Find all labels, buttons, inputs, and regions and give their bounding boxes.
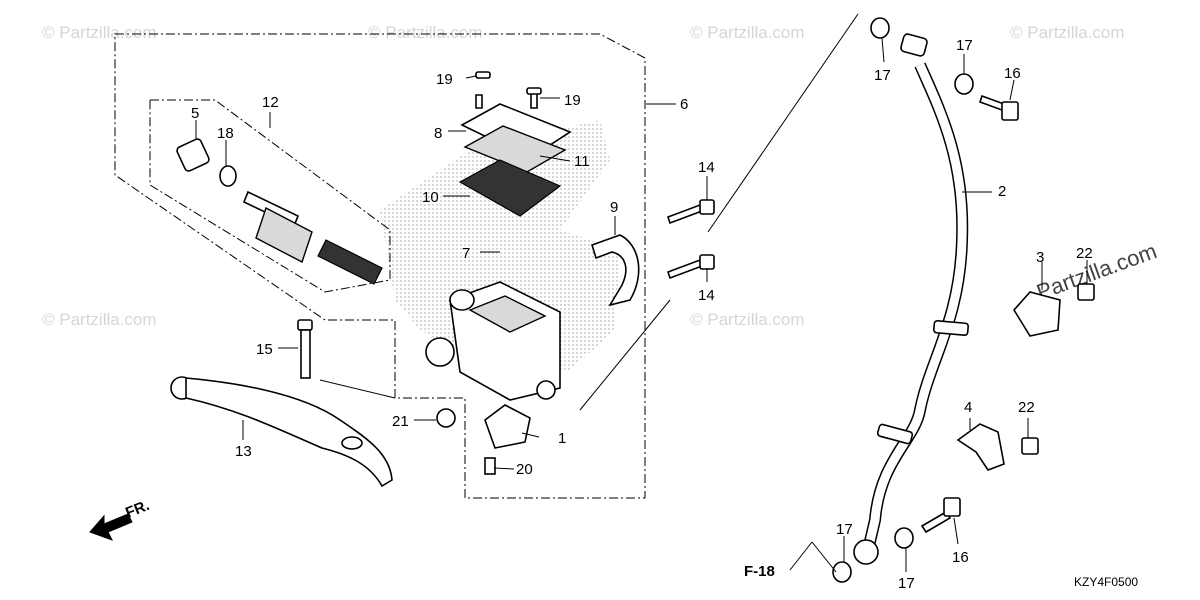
callout-15: 15	[256, 341, 273, 358]
callout-21: 21	[392, 413, 409, 430]
callout-13: 13	[235, 443, 252, 460]
holder	[591, 234, 640, 307]
brake-hose	[853, 33, 970, 565]
callout-22a: 22	[1076, 245, 1093, 262]
pivot-bolt	[297, 319, 313, 379]
front-direction-marker: FR.	[89, 497, 152, 541]
leader-lines	[195, 13, 1088, 573]
callout-3: 3	[1036, 249, 1044, 266]
callout-1: 1	[558, 430, 566, 447]
watermark-text: © Partzilla.com	[42, 23, 157, 42]
holder-bolts	[666, 199, 715, 280]
callout-12: 12	[262, 94, 279, 111]
diagram-code: KZY4F0500	[1074, 575, 1138, 589]
reference-label: F-18	[744, 563, 775, 580]
master-cylinder-body	[425, 281, 561, 428]
brake-lever	[170, 376, 393, 488]
oil-bolts-washers	[832, 17, 1019, 583]
callout-19a: 19	[436, 71, 453, 88]
watermark-brand: Partzilla.com	[1033, 238, 1160, 305]
callout-19b: 19	[564, 92, 581, 109]
callout-7: 7	[462, 245, 470, 262]
watermark-text: © Partzilla.com	[690, 23, 805, 42]
callout-10: 10	[422, 189, 439, 206]
reservoir-cap-parts	[458, 71, 572, 217]
watermark-text: © Partzilla.com	[42, 310, 157, 329]
watermark-text: © Partzilla.com	[690, 310, 805, 329]
group-outlines	[114, 33, 646, 499]
shaded-area	[380, 120, 620, 370]
watermark-text: © Partzilla.com	[368, 23, 483, 42]
direction-label: FR.	[123, 497, 152, 522]
callout-9: 9	[610, 199, 618, 216]
callout-6: 6	[680, 96, 688, 113]
callout-8: 8	[434, 125, 442, 142]
callout-17b: 17	[956, 37, 973, 54]
callout-17d: 17	[898, 575, 915, 592]
callout-16b: 16	[952, 549, 969, 566]
watermark-text: © Partzilla.com	[1010, 23, 1125, 42]
brake-switch	[484, 404, 531, 475]
callout-16a: 16	[1004, 65, 1021, 82]
callout-17a: 17	[874, 67, 891, 84]
arrow-icon	[89, 513, 133, 541]
callout-14b: 14	[698, 287, 715, 304]
callout-18: 18	[217, 125, 234, 142]
piston-set	[176, 138, 383, 285]
callout-4: 4	[964, 399, 972, 416]
hose-clamps	[956, 283, 1095, 471]
callout-5: 5	[191, 105, 199, 122]
callout-11: 11	[574, 153, 590, 170]
callout-14a: 14	[698, 159, 715, 176]
callout-2: 2	[998, 183, 1006, 200]
callout-22b: 22	[1018, 399, 1035, 416]
callout-20: 20	[516, 461, 533, 478]
callout-labels: 1 2 3 4 5 6 7 8 9 10 11 12 13 14 14 15 1…	[191, 37, 1093, 592]
callout-17c: 17	[836, 521, 853, 538]
